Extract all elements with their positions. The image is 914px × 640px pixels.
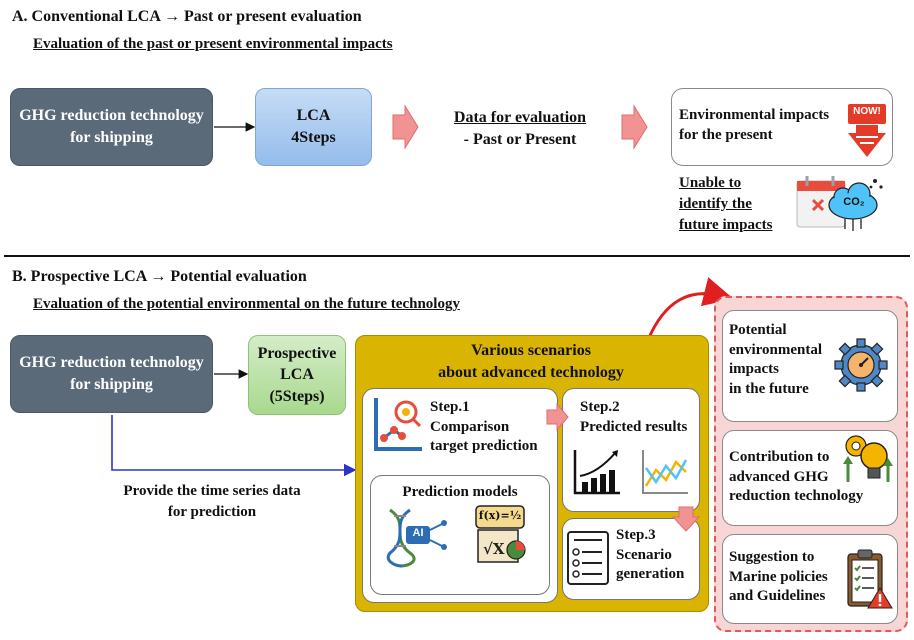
outcome1-line2: environmental xyxy=(729,341,823,358)
now-down-arrow-icon: NOW! xyxy=(846,101,888,159)
ai-dna-icon: AI xyxy=(380,508,450,568)
ghg-box-a-line2: for shipping xyxy=(70,129,153,146)
env-box-line1: Environmental impacts xyxy=(679,107,830,123)
pink-arrow-1 xyxy=(392,104,419,150)
step1-line2: Comparison xyxy=(430,418,510,435)
time-series-line2: for prediction xyxy=(167,504,257,520)
ghg-box-b-line1: GHG reduction technology xyxy=(19,354,204,372)
outcome3-line3: and Guidelines xyxy=(729,588,826,604)
step3-line2: Scenario xyxy=(616,546,672,563)
line-chart-icon xyxy=(640,448,690,496)
time-series-arrow xyxy=(111,415,357,477)
formula-icon: √X f(x)=½ xyxy=(470,504,532,566)
calendar-co2-icon: CO₂ xyxy=(795,173,885,235)
section-a-title: A. Conventional LCA → Past or present ev… xyxy=(12,8,362,25)
time-series-line1: Provide the time series data xyxy=(123,483,301,499)
gear-gauge-icon xyxy=(834,338,888,392)
step2-text: Step.2 Predicted results xyxy=(580,398,687,437)
bar-chart-icon xyxy=(572,448,622,496)
outcome2-line1: Contribution to xyxy=(729,449,830,465)
data-for-evaluation: Data for evaluation - Past or Present xyxy=(440,107,600,152)
step3-text: Step.3 Scenario generation xyxy=(616,526,684,585)
step3-line3: generation xyxy=(616,566,685,582)
env-present-text: Environmental impacts for the present xyxy=(679,106,829,145)
lca-box-line1: LCA xyxy=(296,107,331,125)
step2-line2: Predicted results xyxy=(580,418,688,435)
curved-red-arrow xyxy=(646,277,734,341)
lightbulb-gears-icon xyxy=(840,432,894,486)
ghg-technology-box-a: GHG reduction technology for shipping xyxy=(10,88,213,166)
checklist-icon xyxy=(566,530,612,586)
formula-label: f(x)=½ xyxy=(478,509,522,522)
scenarios-title: Various scenarios about advanced technol… xyxy=(355,340,707,385)
data-eval-title: Data for evaluation xyxy=(453,109,587,126)
outcome2-line2: advanced GHG xyxy=(729,468,829,485)
now-badge-text: NOW! xyxy=(853,106,881,117)
time-series-text: Provide the time series data for predict… xyxy=(92,481,332,523)
lca-box-line2: 4Steps xyxy=(291,129,336,146)
plca-line3: (5Steps) xyxy=(269,387,325,405)
ghg-box-b-line2: for shipping xyxy=(70,376,153,393)
ai-label: AI xyxy=(412,527,424,539)
unable-line1: Unable to xyxy=(679,175,742,191)
ghg-technology-box-b: GHG reduction technology for shipping xyxy=(10,335,213,413)
target-prediction-icon xyxy=(368,394,424,456)
section-b-subtitle: Evaluation of the potential environmenta… xyxy=(33,296,460,312)
outcome-potential-text: Potential environmental impacts in the f… xyxy=(729,321,822,399)
unable-line2: identify the xyxy=(679,196,752,212)
outcome3-line1: Suggestion to xyxy=(729,549,815,565)
ghg-box-a-line1: GHG reduction technology xyxy=(19,107,204,125)
outcome3-line2: Marine policies xyxy=(729,568,828,585)
data-eval-sub: - Past or Present xyxy=(463,131,577,149)
outcome-contribution-text: Contribution to advanced GHG reduction t… xyxy=(729,448,863,507)
prospective-lca-box: Prospective LCA (5Steps) xyxy=(248,335,346,415)
plca-line1: Prospective xyxy=(257,344,337,362)
step3-label: Step.3 xyxy=(616,527,656,543)
pink-arrow-2 xyxy=(621,104,648,150)
scenarios-title-line1: Various scenarios xyxy=(471,342,591,359)
pink-arrow-step2-step3 xyxy=(672,506,700,532)
outcome1-line3: impacts xyxy=(729,361,779,377)
outcome-suggestion-text: Suggestion to Marine policies and Guidel… xyxy=(729,548,828,607)
step1-line3: target prediction xyxy=(430,438,538,454)
outcome1-line4: in the future xyxy=(729,380,809,397)
step1-text: Step.1 Comparison target prediction xyxy=(430,398,538,457)
step2-label: Step.2 xyxy=(580,399,620,415)
step1-label: Step.1 xyxy=(430,399,470,415)
outcome1-line1: Potential xyxy=(729,322,787,338)
plca-line2: LCA xyxy=(280,366,314,384)
unable-line3: future impacts xyxy=(679,217,773,233)
outcome2-line3: reduction technology xyxy=(729,488,864,504)
section-b-title: B. Prospective LCA → Potential evaluatio… xyxy=(12,268,307,285)
pink-arrow-step1-step2 xyxy=(546,403,569,431)
section-a-subtitle: Evaluation of the past or present enviro… xyxy=(33,36,393,52)
co2-label: CO₂ xyxy=(843,196,865,208)
env-box-line2: for the present xyxy=(679,126,773,143)
unable-to-identify-text: Unable to identify the future impacts xyxy=(679,173,772,236)
environmental-impacts-present-box: Environmental impacts for the present xyxy=(671,88,893,166)
prediction-models-title: Prediction models xyxy=(402,484,518,500)
svg-text:√X: √X xyxy=(483,540,505,558)
clipboard-warning-icon xyxy=(846,548,894,610)
scenarios-title-line2: about advanced technology xyxy=(438,364,624,382)
lca-4steps-box: LCA 4Steps xyxy=(255,88,372,166)
